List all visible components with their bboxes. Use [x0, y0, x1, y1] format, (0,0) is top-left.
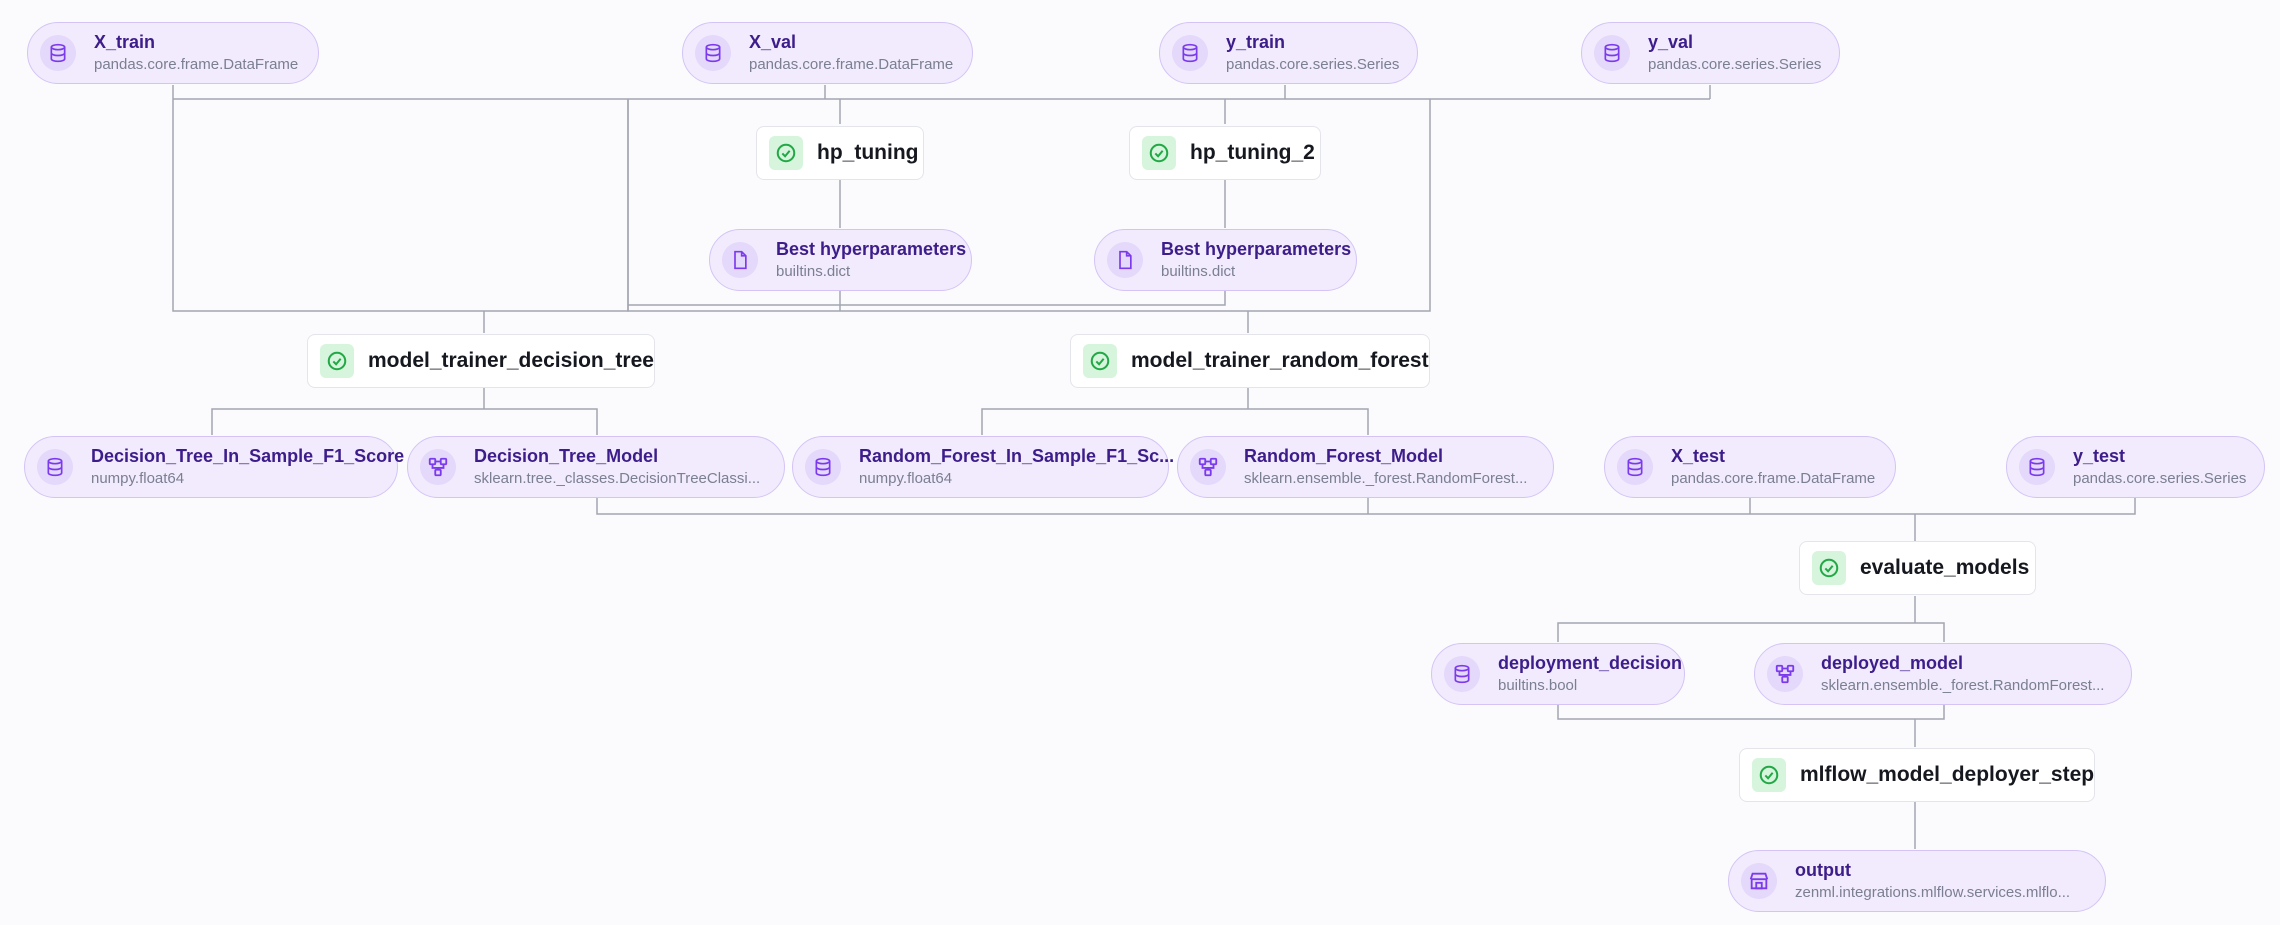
edge — [1557, 622, 1945, 642]
database-icon — [1172, 35, 1208, 71]
check-circle-icon — [1752, 758, 1786, 792]
artifact-type: builtins.dict — [1161, 263, 1236, 280]
database-icon — [37, 449, 73, 485]
edge — [981, 408, 1369, 435]
step-label: hp_tuning_2 — [1190, 141, 1315, 164]
artifact-random-forest-f1-score[interactable]: Random_Forest_In_Sample_F1_Sc... numpy.f… — [792, 436, 1175, 498]
artifact-deployment-decision[interactable]: deployment_decision builtins.bool — [1431, 643, 1685, 705]
artifact-type: builtins.bool — [1498, 677, 1578, 694]
model-icon — [1767, 656, 1803, 692]
artifact-type: pandas.core.series.Series — [2073, 470, 2247, 487]
artifact-name: X_val — [749, 32, 797, 52]
artifact-name: output — [1795, 860, 1851, 880]
check-circle-icon — [1812, 551, 1846, 585]
step-mlflow-model-deployer[interactable]: mlflow_model_deployer_step — [1739, 748, 2095, 802]
artifact-name: X_train — [94, 32, 156, 52]
database-icon — [1594, 35, 1630, 71]
artifact-name: Best hyperparameters — [1161, 239, 1352, 259]
file-icon — [1107, 242, 1143, 278]
model-icon — [1190, 449, 1226, 485]
check-circle-icon — [320, 344, 354, 378]
step-model-trainer-random-forest[interactable]: model_trainer_random_forest — [1070, 334, 1430, 388]
artifact-name: Decision_Tree_In_Sample_F1_Score — [91, 446, 405, 466]
edge — [1557, 704, 1945, 720]
step-label: hp_tuning — [817, 141, 919, 164]
step-label: evaluate_models — [1860, 556, 2030, 579]
artifact-name: deployed_model — [1821, 653, 1964, 673]
artifact-random-forest-model[interactable]: Random_Forest_Model sklearn.ensemble._fo… — [1177, 436, 1554, 498]
step-model-trainer-decision-tree[interactable]: model_trainer_decision_tree — [307, 334, 655, 388]
artifact-name: X_test — [1671, 446, 1726, 466]
database-icon — [805, 449, 841, 485]
artifact-name: Random_Forest_Model — [1244, 446, 1444, 466]
step-label: model_trainer_random_forest — [1131, 349, 1429, 372]
artifact-type: sklearn.ensemble._forest.RandomForest... — [1821, 677, 2105, 694]
artifact-name: deployment_decision — [1498, 653, 1683, 673]
artifact-name: y_val — [1648, 32, 1694, 52]
artifact-type: numpy.float64 — [91, 470, 185, 487]
step-hp-tuning[interactable]: hp_tuning — [756, 126, 924, 180]
artifact-type: sklearn.ensemble._forest.RandomForest... — [1244, 470, 1528, 487]
artifact-x-train[interactable]: X_train pandas.core.frame.DataFrame — [27, 22, 319, 84]
database-icon — [40, 35, 76, 71]
artifact-decision-tree-model[interactable]: Decision_Tree_Model sklearn.tree._classe… — [407, 436, 785, 498]
check-circle-icon — [1083, 344, 1117, 378]
artifact-name: Best hyperparameters — [776, 239, 967, 259]
artifact-name: Random_Forest_In_Sample_F1_Sc... — [859, 446, 1175, 466]
artifact-name: y_test — [2073, 446, 2126, 466]
database-icon — [1444, 656, 1480, 692]
check-circle-icon — [1142, 136, 1176, 170]
artifact-name: y_train — [1226, 32, 1286, 52]
step-hp-tuning-2[interactable]: hp_tuning_2 — [1129, 126, 1321, 180]
edge — [172, 99, 629, 312]
artifact-y-val[interactable]: y_val pandas.core.series.Series — [1581, 22, 1840, 84]
service-icon — [1741, 863, 1777, 899]
edge — [596, 497, 2136, 515]
artifact-y-test[interactable]: y_test pandas.core.series.Series — [2006, 436, 2265, 498]
artifact-type: pandas.core.frame.DataFrame — [749, 56, 954, 73]
artifact-best-hyperparameters-1[interactable]: Best hyperparameters builtins.dict — [709, 229, 972, 291]
artifact-deployed-model[interactable]: deployed_model sklearn.ensemble._forest.… — [1754, 643, 2132, 705]
artifact-y-train[interactable]: y_train pandas.core.series.Series — [1159, 22, 1418, 84]
artifact-type: pandas.core.frame.DataFrame — [1671, 470, 1876, 487]
artifact-type: pandas.core.frame.DataFrame — [94, 56, 299, 73]
database-icon — [2019, 449, 2055, 485]
artifact-type: pandas.core.series.Series — [1648, 56, 1822, 73]
artifact-best-hyperparameters-2[interactable]: Best hyperparameters builtins.dict — [1094, 229, 1357, 291]
database-icon — [695, 35, 731, 71]
model-icon — [420, 449, 456, 485]
artifact-x-test[interactable]: X_test pandas.core.frame.DataFrame — [1604, 436, 1896, 498]
artifact-type: pandas.core.series.Series — [1226, 56, 1400, 73]
artifact-name: Decision_Tree_Model — [474, 446, 659, 466]
edge — [211, 408, 598, 435]
artifact-output[interactable]: output zenml.integrations.mlflow.service… — [1728, 850, 2106, 912]
artifact-type: zenml.integrations.mlflow.services.mlflo… — [1795, 884, 2071, 901]
artifact-type: builtins.dict — [776, 263, 851, 280]
edge — [628, 291, 1226, 306]
database-icon — [1617, 449, 1653, 485]
step-evaluate-models[interactable]: evaluate_models — [1799, 541, 2036, 595]
file-icon — [722, 242, 758, 278]
artifact-x-val[interactable]: X_val pandas.core.frame.DataFrame — [682, 22, 973, 84]
check-circle-icon — [769, 136, 803, 170]
artifact-decision-tree-f1-score[interactable]: Decision_Tree_In_Sample_F1_Score numpy.f… — [24, 436, 405, 498]
artifact-type: numpy.float64 — [859, 470, 953, 487]
artifact-type: sklearn.tree._classes.DecisionTreeClassi… — [474, 470, 761, 487]
step-label: model_trainer_decision_tree — [368, 349, 654, 372]
step-label: mlflow_model_deployer_step — [1800, 763, 2095, 786]
